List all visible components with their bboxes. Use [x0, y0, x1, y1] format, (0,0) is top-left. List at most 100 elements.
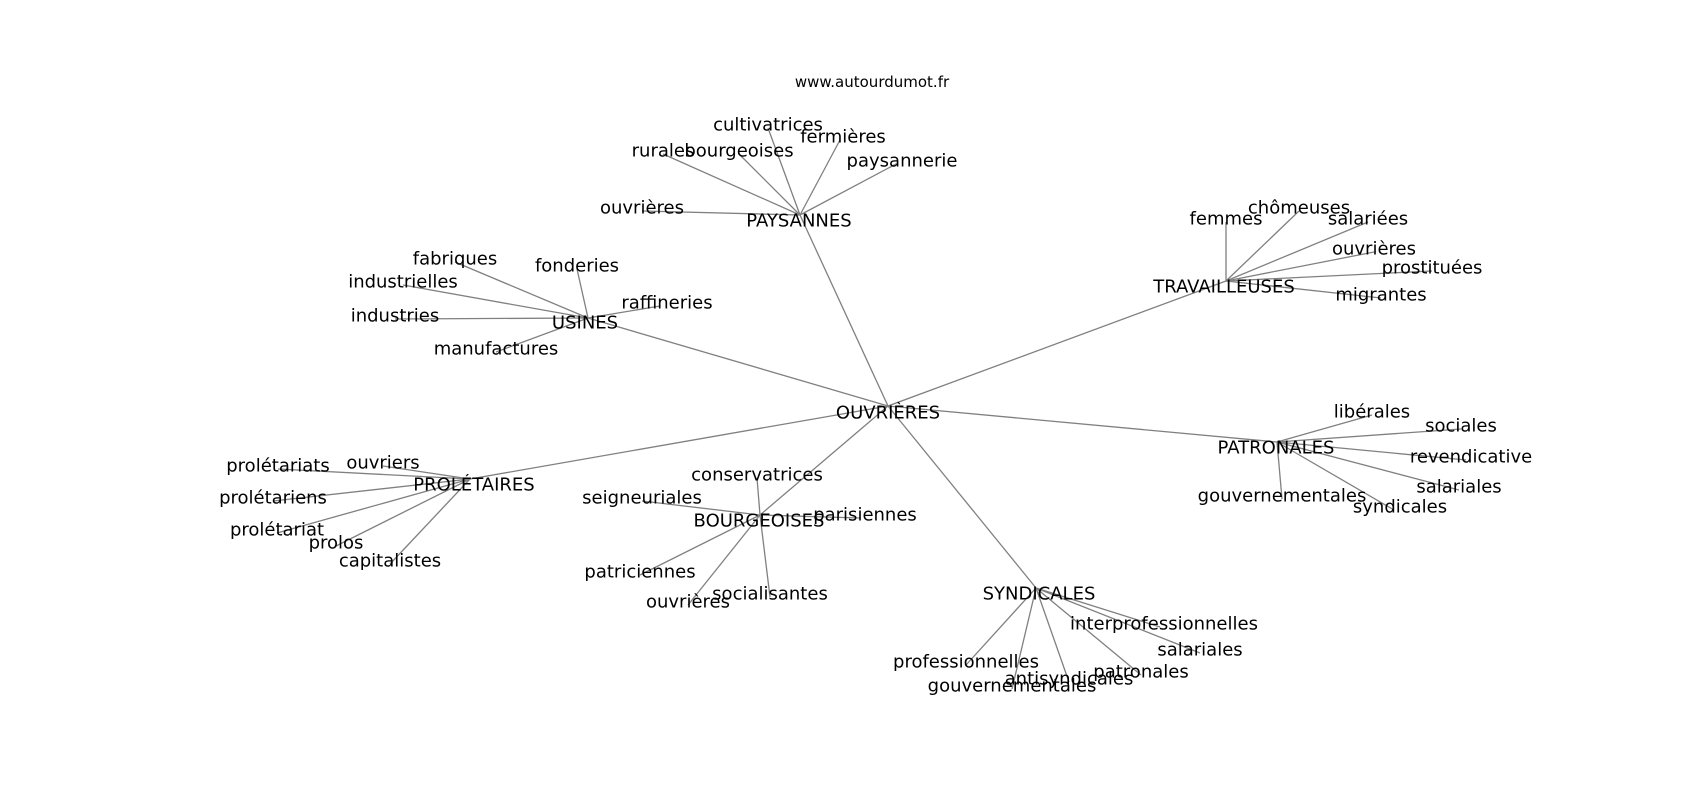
edge-syndicales-antisyndicales — [1035, 587, 1070, 683]
leaf-node-bourgeoises-patriciennes: patriciennes — [584, 562, 695, 583]
leaf-node-usines-raffineries: raffineries — [621, 293, 712, 314]
edge-proletaires-proletariens — [272, 478, 471, 502]
leaf-node-proletaires-prolos: prolos — [309, 533, 364, 554]
edge-root-usines — [587, 317, 889, 407]
leaf-node-syndicales-gouvernementales: gouvernementales — [928, 676, 1097, 697]
edge-usines-fabriques — [454, 261, 589, 319]
edge-usines-industrielles — [402, 284, 589, 319]
hub-node-syndicales: SYNDICALES — [983, 584, 1096, 605]
leaf-node-proletaires-proletariens: prolétariens — [219, 488, 327, 509]
edge-proletaires-proletariat — [276, 478, 471, 534]
hub-node-proletaires: PROLÉTAIRES — [413, 474, 534, 496]
edge-bourgeoises-patriciennes — [639, 514, 761, 576]
leaf-node-bourgeoises-parisiennes: parisiennes — [813, 505, 917, 526]
edge-proletaires-prolos — [335, 478, 471, 547]
edge-patronales-revendicative — [1276, 441, 1467, 461]
leaf-node-syndicales-salariales: salariales — [1157, 640, 1242, 661]
edge-proletaires-capitalistes — [389, 478, 471, 565]
leaf-node-paysannes-fermieres: fermières — [800, 127, 886, 148]
leaf-node-usines-manufactures: manufactures — [434, 339, 559, 360]
leaf-node-syndicales-patronales: patronales — [1093, 662, 1188, 683]
edge-root-travailleuses — [887, 280, 1227, 407]
leaf-node-patronales-salariales: salariales — [1416, 477, 1501, 498]
edge-travailleuses-salariees — [1225, 221, 1369, 282]
edge-usines-fonderies — [576, 268, 589, 319]
leaf-node-bourgeoises-socialisantes: socialisantes — [712, 584, 828, 605]
leaf-node-travailleuses-migrantes: migrantes — [1335, 285, 1426, 306]
edge-paysannes-ouvrieres — [641, 210, 801, 216]
edge-bourgeoises-seigneuriales — [641, 500, 761, 516]
edge-paysannes-fermieres — [799, 139, 841, 216]
leaf-node-paysannes-bourgeoises: bourgeoises — [684, 141, 793, 162]
leaf-node-syndicales-antisyndicales: antisyndicales — [1005, 669, 1134, 690]
leaf-node-patronales-revendicative: revendicative — [1410, 447, 1532, 468]
hub-node-usines: USINES — [552, 313, 618, 334]
edge-patronales-syndicales — [1276, 441, 1395, 511]
leaf-node-bourgeoises-ouvrieres: ouvrières — [646, 592, 730, 613]
edge-bourgeoises-ouvrieres — [687, 514, 761, 606]
edge-syndicales-salariales — [1035, 587, 1201, 654]
edge-syndicales-patronales — [1035, 587, 1142, 676]
watermark: www.autourdumot.fr — [795, 73, 950, 91]
leaf-node-travailleuses-ouvrieres: ouvrières — [1332, 239, 1416, 260]
leaf-node-patronales-liberales: libérales — [1334, 402, 1410, 423]
edge-patronales-liberales — [1276, 414, 1373, 443]
edge-patronales-salariales — [1276, 441, 1460, 491]
edge-usines-industries — [394, 317, 589, 320]
edge-bourgeoises-conservatrices — [756, 477, 761, 516]
edge-usines-manufactures — [495, 317, 589, 353]
leaf-node-travailleuses-salariees: salariées — [1328, 209, 1408, 230]
leaf-node-syndicales-professionnelles: professionnelles — [893, 652, 1039, 673]
leaf-node-proletaires-proletariat: prolétariat — [230, 520, 324, 541]
leaf-node-paysannes-ouvrieres: ouvrières — [600, 198, 684, 219]
leaf-node-usines-fabriques: fabriques — [413, 249, 497, 270]
leaf-node-usines-fonderies: fonderies — [535, 256, 619, 277]
leaf-node-proletaires-capitalistes: capitalistes — [339, 551, 441, 572]
leaf-node-proletaires-ouvriers: ouvriers — [346, 453, 419, 474]
leaf-node-patronales-sociales: sociales — [1425, 416, 1497, 437]
leaf-node-travailleuses-femmes: femmes — [1190, 209, 1263, 230]
edge-proletaires-ouvriers — [382, 465, 471, 480]
hub-node-patronales: PATRONALES — [1218, 438, 1335, 459]
edge-layer — [272, 127, 1467, 690]
leaf-node-proletaires-proletariats: prolétariats — [226, 456, 329, 477]
leaf-node-syndicales-interprofessionnelles: interprofessionnelles — [1070, 614, 1258, 635]
edge-syndicales-professionnelles — [965, 587, 1037, 666]
edge-travailleuses-prostituees — [1225, 270, 1433, 282]
edge-paysannes-bourgeoises — [738, 153, 801, 216]
edge-travailleuses-ouvrieres — [1225, 251, 1375, 282]
edge-root-bourgeoises — [759, 405, 889, 516]
leaf-node-paysannes-cultivatrices: cultivatrices — [713, 115, 823, 136]
leaf-node-patronales-gouvernementales: gouvernementales — [1198, 486, 1367, 507]
edge-root-paysannes — [799, 214, 889, 407]
leaf-node-usines-industries: industries — [351, 306, 440, 327]
edge-bourgeoises-socialisantes — [759, 514, 771, 598]
edge-proletaires-proletariats — [277, 468, 471, 480]
edge-root-syndicales — [887, 405, 1037, 589]
label-layer: www.autourdumot.fr OUVRIÈRES PAYSANNES cul… — [219, 73, 1532, 697]
edge-travailleuses-migrantes — [1225, 280, 1382, 299]
leaf-node-bourgeoises-conservatrices: conservatrices — [691, 465, 823, 486]
root-node-label: OUVRIÈRES — [836, 402, 940, 424]
edge-syndicales-gouvernementales — [1011, 587, 1037, 690]
edge-syndicales-interprofessionnelles — [1035, 587, 1161, 628]
hub-node-paysannes: PAYSANNES — [746, 211, 851, 232]
edge-paysannes-rurales — [662, 153, 801, 216]
leaf-node-travailleuses-prostituees: prostituées — [1382, 258, 1483, 279]
hub-node-travailleuses: TRAVAILLEUSES — [1152, 277, 1295, 298]
edge-root-proletaires — [469, 405, 889, 480]
leaf-node-bourgeoises-seigneuriales: seigneuriales — [582, 488, 702, 509]
edge-patronales-sociales — [1276, 428, 1462, 443]
edge-patronales-gouvernementales — [1276, 441, 1283, 500]
edge-travailleuses-chomeuses — [1225, 210, 1300, 282]
edge-bourgeoises-parisiennes — [759, 514, 861, 519]
leaf-node-paysannes-rurales: rurales — [632, 141, 695, 162]
edge-root-patronales — [887, 405, 1278, 443]
leaf-node-travailleuses-chomeuses: chômeuses — [1248, 198, 1350, 219]
edge-paysannes-paysannerie — [799, 163, 897, 216]
leaf-node-patronales-syndicales: syndicales — [1353, 497, 1447, 518]
edge-usines-raffineries — [587, 305, 661, 319]
leaf-node-usines-industrielles: industrielles — [348, 272, 458, 293]
edge-paysannes-cultivatrices — [767, 127, 801, 216]
